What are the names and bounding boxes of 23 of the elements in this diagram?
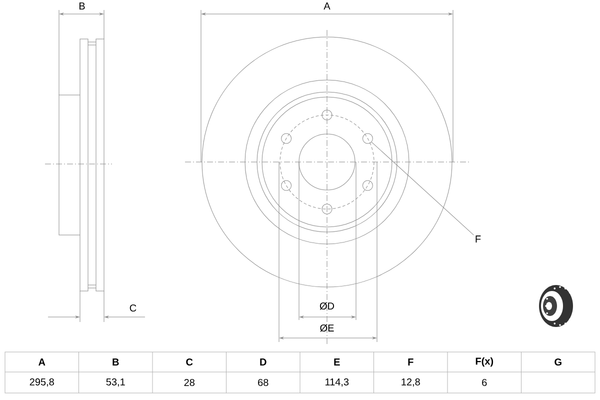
dimension-label: C	[130, 304, 136, 312]
table-header: A	[38, 358, 46, 366]
table-header: F(x)	[476, 357, 494, 367]
table-cell: 295,8	[30, 378, 54, 387]
bolt-hole	[362, 133, 373, 144]
table-header: F	[408, 358, 414, 366]
dimension-label: A	[324, 2, 330, 10]
table-cell: 114,3	[326, 378, 349, 387]
dimension-label: ØD	[320, 302, 334, 310]
table-header: B	[112, 358, 119, 366]
table-cell: 68	[258, 378, 268, 386]
leader-line	[371, 142, 474, 236]
dimension-label: ØE	[320, 324, 334, 332]
dimension-label: B	[79, 2, 85, 10]
table-cell: 28	[184, 378, 194, 386]
table-header: D	[260, 358, 266, 366]
callout-letter: F	[476, 236, 481, 242]
table-cell: 12,8	[402, 378, 420, 387]
table-header: G	[554, 358, 562, 366]
table-header: E	[334, 358, 340, 366]
table-header: C	[186, 358, 193, 366]
table-cell: 53,1	[106, 378, 125, 387]
table-cell: 6	[482, 378, 487, 386]
